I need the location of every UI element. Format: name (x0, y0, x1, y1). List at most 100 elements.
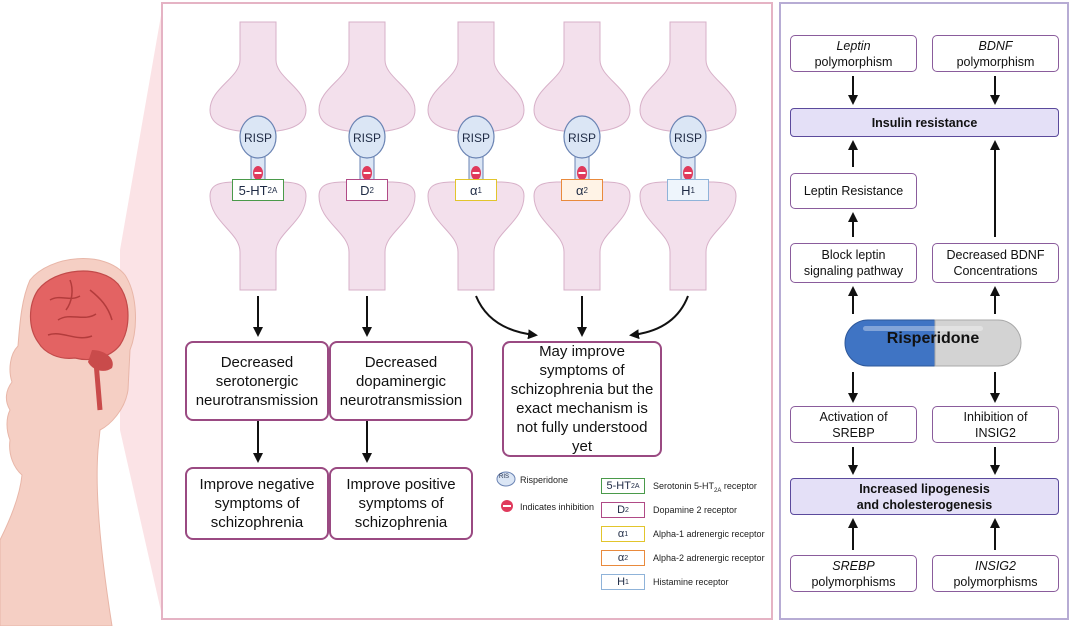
metabolic-panel (779, 2, 1069, 620)
risperidone-molecule-icon (457, 115, 495, 159)
receptor-subscript: 2A (267, 185, 278, 195)
srebp-polymorphisms-box: SREBP polymorphisms (790, 555, 917, 592)
outcome-positive-symptoms: Improve positive symptoms of schizophren… (329, 467, 473, 540)
legend-symbol-sub: 1 (624, 530, 629, 538)
risperidone-molecule-icon (239, 115, 277, 159)
legend-symbol-text: α (617, 552, 625, 564)
legend-symbol-text: H (617, 576, 626, 588)
insig2-polymorphisms-box: INSIG2 polymorphisms (932, 555, 1059, 592)
decreased-bdnf-box: Decreased BDNF Concentrations (932, 243, 1059, 283)
receptor-subscript: 2 (369, 185, 374, 195)
lipogenesis-line2: and cholesterogenesis (856, 497, 993, 512)
receptor-symbol: D (360, 182, 370, 198)
srebp-gene-label: SREBP (832, 558, 875, 573)
activation-line2: SREBP (832, 425, 875, 440)
block-leptin-box: Block leptin signaling pathway (790, 243, 917, 283)
receptor-symbol: H (681, 182, 691, 198)
lipogenesis-box: Increased lipogenesis and cholesterogene… (790, 478, 1059, 515)
bdnf-polymorphism-label: polymorphism (956, 54, 1035, 69)
srebp-polymorphisms-label: polymorphisms (811, 574, 896, 589)
legend-risperidone: Risperidone (520, 475, 569, 485)
receptor-subscript: 1 (477, 185, 482, 195)
risperidone-molecule-icon (563, 115, 601, 159)
bdnf-gene-label: BDNF (978, 38, 1013, 53)
outcome-negative-symptoms: Improve negative symptoms of schizophren… (185, 467, 329, 540)
legend-symbol-sub: 1 (625, 578, 629, 586)
legend-label-4: Alpha-2 adrenergic receptor (653, 553, 765, 563)
receptor-subscript: 1 (690, 185, 695, 195)
synapse-5: RISP (639, 21, 737, 291)
legend-symbol-sub: 2 (625, 506, 629, 514)
risperidone-legend-icon (496, 471, 516, 487)
legend-label-5: Histamine receptor (653, 577, 729, 587)
lipogenesis-line1: Increased lipogenesis (859, 481, 990, 496)
synapse-2: RISP (318, 21, 416, 291)
legend-label-3: Alpha-1 adrenergic receptor (653, 529, 765, 539)
legend-inhibition: Indicates inhibition (520, 502, 595, 512)
legend-symbol-text: 5-HT (606, 480, 631, 492)
activation-line1: Activation of (819, 409, 888, 424)
leptin-gene-label: Leptin (836, 38, 871, 53)
receptor-symbol: 5-HT (238, 182, 268, 198)
brain-icon (29, 270, 129, 361)
head-illustration (0, 258, 136, 626)
risperidone-molecule-icon (669, 115, 707, 159)
activation-srebp-box: Activation of SREBP (790, 406, 917, 443)
bdnf-polymorphism-box: BDNF polymorphism (932, 35, 1059, 72)
legend-label-2: Dopamine 2 receptor (653, 505, 738, 515)
synapse-1: RISP (209, 21, 307, 291)
decreased-bdnf-line1: Decreased BDNF (946, 248, 1045, 262)
inhibition-line2: INSIG2 (975, 425, 1016, 440)
legend-symbol-sub: 2A (630, 482, 640, 490)
risperidone-molecule-icon (348, 115, 386, 159)
legend-symbol-text: D (617, 504, 626, 516)
leptin-polymorphism-label: polymorphism (814, 54, 893, 69)
legend-label-1: Serotonin 5-HT2A receptor (653, 481, 757, 494)
synapse-4: RISP (533, 21, 631, 291)
drug-label: RISP (462, 131, 490, 145)
arrow-histamine (629, 295, 689, 340)
insig2-gene-label: INSIG2 (975, 558, 1016, 573)
inhibition-insig2-box: Inhibition of INSIG2 (932, 406, 1059, 443)
leptin-resistance-box: Leptin Resistance (790, 173, 917, 209)
legend-symbol-sub: 2 (624, 554, 629, 562)
outcome-dopaminergic: Decreased dopaminergic neurotransmission (329, 341, 473, 421)
inhibition-line1: Inhibition of (963, 409, 1028, 424)
risperidone-legend-icon-label: RIS (499, 474, 510, 480)
outcome-serotonergic: Decreased serotonergic neurotransmission (185, 341, 329, 421)
receptor-subscript: 2 (583, 185, 588, 195)
drug-label: RISP (568, 131, 596, 145)
block-leptin-line1: Block leptin (821, 248, 886, 262)
block-leptin-line2: signaling pathway (803, 264, 904, 278)
inhibition-legend-icon (501, 500, 513, 512)
decreased-bdnf-line2: Concentrations (953, 264, 1038, 278)
insulin-resistance-box: Insulin resistance (790, 108, 1059, 137)
arrow-alpha1 (475, 295, 538, 340)
leptin-polymorphism-box: Leptin polymorphism (790, 35, 917, 72)
insig2-polymorphisms-label: polymorphisms (953, 574, 1038, 589)
drug-label: RISP (674, 131, 702, 145)
pill-label: Risperidone (886, 330, 980, 347)
legend-symbol-text: α (617, 528, 625, 540)
receptor-symbol: α (470, 182, 478, 198)
outcome-mechanism: May improve symptoms of schizophrenia bu… (502, 341, 662, 457)
risperidone-pill-icon (844, 319, 1022, 367)
synapse-3: RISP (427, 21, 525, 291)
drug-label: RISP (244, 131, 272, 145)
receptor-symbol: α (576, 182, 584, 198)
drug-label: RISP (353, 131, 381, 145)
